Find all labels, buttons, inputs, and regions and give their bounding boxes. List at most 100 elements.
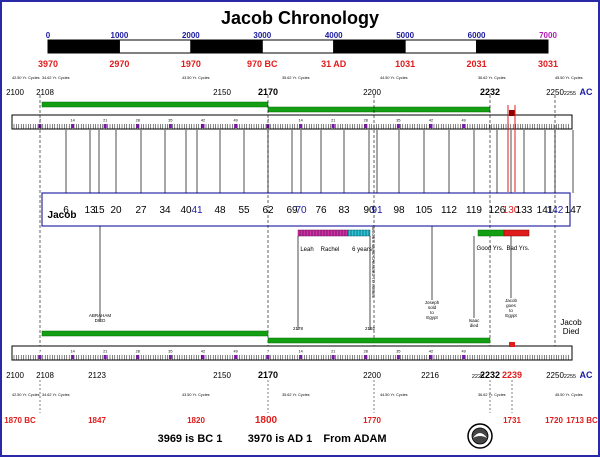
bc-year: 1713 BC — [566, 416, 598, 425]
cycle-note: 43.50 Yr. Cycles — [182, 393, 210, 397]
six-years-bar — [347, 229, 371, 237]
scale-segment — [118, 39, 192, 54]
lower-year: 2250 — [546, 371, 564, 380]
green-period-bar — [41, 101, 269, 108]
scale-top-label: 4000 — [325, 31, 343, 40]
scale-segment — [333, 39, 406, 54]
cycle-note: 42.50 Yr. Cycles — [12, 76, 40, 80]
red-marker — [509, 110, 515, 116]
ruler-number: 35 — [168, 119, 172, 123]
rachel-label: Rachel — [321, 247, 340, 253]
upper-year: 2150 — [213, 88, 231, 97]
scale-segment — [190, 39, 263, 54]
event-label-line: Died — [563, 327, 579, 336]
bc-year: 1770 — [363, 416, 381, 425]
leah-label: Leah — [300, 247, 313, 253]
lower-year: 2123 — [88, 371, 106, 380]
bad-years-bar — [503, 229, 530, 237]
ruler-marker — [364, 355, 368, 359]
footer-note-2: 3970 is AD 1 — [248, 433, 312, 445]
ruler-marker — [364, 124, 368, 128]
ruler-marker — [38, 355, 42, 359]
bc-year: 1820 — [187, 416, 205, 425]
age-label: 69 — [286, 205, 298, 216]
cycle-note: 42.50 Yr. Cycles — [12, 393, 40, 397]
scale-bottom-label: 970 BC — [247, 59, 278, 69]
age-label: 112 — [441, 205, 457, 216]
ruler-number: 21 — [103, 350, 107, 354]
ruler-number: 49 — [461, 119, 465, 123]
scale-bottom-label: 3031 — [538, 59, 558, 69]
ruler-number: 35 — [396, 350, 400, 354]
footer-note-3: From ADAM — [323, 433, 386, 445]
cycle-note: 36.62 Yr. Cycles — [478, 76, 506, 80]
cycle-note: 43.50 Yr. Cycles — [182, 76, 210, 80]
age-label: 91 — [371, 205, 383, 216]
ruler-marker — [429, 124, 433, 128]
age-label: 105 — [416, 205, 433, 216]
diagram-title: Jacob Chronology — [221, 8, 379, 28]
green-period-bar — [267, 337, 491, 344]
lower-year: 2170 — [258, 370, 278, 380]
ruler-number: 14 — [298, 350, 302, 354]
ruler-marker — [71, 355, 75, 359]
upper-year: 2255 — [564, 91, 576, 97]
age-label: 126 — [489, 205, 506, 216]
bc-year: 1870 BC — [4, 416, 36, 425]
scale-bottom-label: 1031 — [395, 59, 415, 69]
age-label: 15 — [93, 205, 105, 216]
age-label: 83 — [338, 205, 350, 216]
event-label-line: Joseph — [425, 300, 440, 305]
ruler-marker — [429, 355, 433, 359]
upper-year: 2232 — [480, 87, 500, 97]
ruler-marker — [103, 355, 107, 359]
age-label: 133 — [516, 205, 533, 216]
scale-segment — [476, 39, 549, 54]
age-label: 13 — [84, 205, 96, 216]
lower-year: 2108 — [36, 371, 54, 380]
cycle-note: 35.62 Yr. Cycles — [282, 76, 310, 80]
mark-2178: 2178 — [293, 326, 304, 331]
jacob-bar — [41, 192, 571, 227]
ruler-number: 42 — [201, 119, 205, 123]
ruler-number: 14 — [70, 350, 74, 354]
cycle-note: 45.50 Yr. Cycles — [555, 76, 583, 80]
ruler-marker — [234, 355, 238, 359]
scale-top-label: 0 — [46, 31, 51, 40]
lower-year: 2216 — [421, 371, 439, 380]
green-period-bar — [41, 330, 269, 337]
event-label-line: Jacob — [560, 318, 582, 327]
ruler-marker — [168, 124, 172, 128]
leah-rachel-bar — [297, 229, 349, 237]
seal-logo-mark — [473, 433, 487, 438]
ruler-number: 49 — [461, 350, 465, 354]
age-label: 90 — [363, 205, 375, 216]
age-label: 48 — [214, 205, 226, 216]
jacob-label: Jacob — [48, 210, 77, 221]
cycle-note: 45.50 Yr. Cycles — [555, 393, 583, 397]
ruler-number: 21 — [331, 350, 335, 354]
six-years-label: 6 years — [352, 247, 372, 253]
upper-year: 2250 — [546, 88, 564, 97]
ruler-number: 28 — [364, 350, 368, 354]
scale-bottom-label: 1970 — [181, 59, 201, 69]
ruler-number: 21 — [103, 119, 107, 123]
ruler-marker — [462, 124, 466, 128]
ruler-marker — [201, 124, 205, 128]
upper-year: 2100 — [6, 88, 24, 97]
age-label: 6 — [63, 205, 69, 216]
green-period-bar — [267, 106, 491, 113]
scale-segment — [47, 39, 120, 54]
upper-year: 2170 — [258, 87, 278, 97]
cycle-note: 36.62 Yr. Cycles — [478, 393, 506, 397]
lower-year: 2200 — [363, 371, 381, 380]
event-label-line: DIED — [95, 318, 107, 323]
upper-era: AC — [580, 87, 593, 97]
ruler-marker — [462, 355, 466, 359]
bc-year: 1847 — [88, 416, 106, 425]
mark-2192: 2192 — [365, 326, 376, 331]
name-changed-label: JACOB'S NAME CHANGED TO ISRAEL — [371, 226, 376, 299]
